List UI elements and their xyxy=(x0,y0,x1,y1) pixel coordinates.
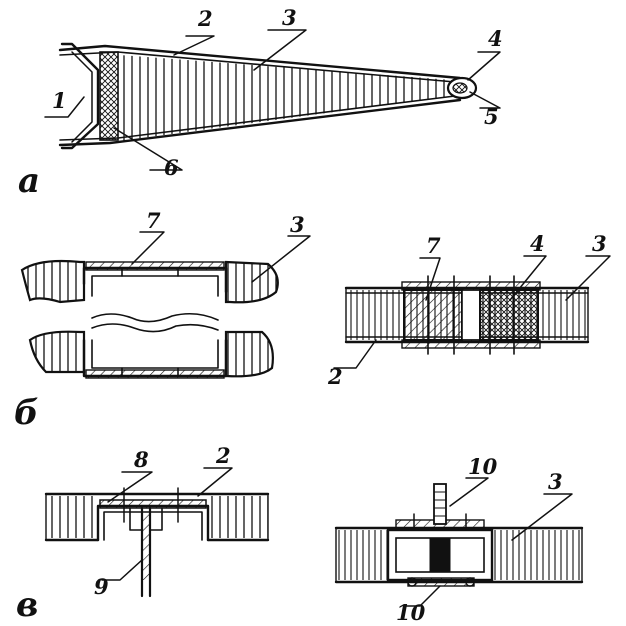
wedge-honeycomb-core xyxy=(120,55,452,141)
section-label-b: б xyxy=(14,393,39,433)
channel-profile xyxy=(96,504,210,542)
label-v-right-10-bottom: 10 xyxy=(396,600,426,625)
section-b-right-joint xyxy=(333,255,611,369)
label-v-left-8: 8 xyxy=(133,447,149,472)
label-a-2: 2 xyxy=(197,6,213,31)
section-label-a: а xyxy=(18,161,40,201)
center-plug xyxy=(429,537,451,573)
label-v-left-9: 9 xyxy=(94,574,109,599)
label-a-3: 3 xyxy=(282,5,297,30)
insert-block-right xyxy=(479,289,539,341)
upper-panel xyxy=(20,259,86,304)
label-b-right-2: 2 xyxy=(327,364,343,389)
label-a-6: 6 xyxy=(164,155,179,180)
section-label-v: в xyxy=(16,585,38,625)
panel-left-part xyxy=(46,496,98,538)
spar-channel xyxy=(60,42,100,150)
label-a-1: 1 xyxy=(52,88,67,113)
box-profile-upper xyxy=(82,266,228,294)
label-a-5: 5 xyxy=(484,104,499,129)
section-b-left-joint xyxy=(20,231,311,379)
label-b-right-4: 4 xyxy=(530,231,545,256)
adhesive-layer xyxy=(99,51,119,141)
threaded-stud xyxy=(433,483,447,525)
lower-panel xyxy=(28,330,86,374)
label-b-right-3: 3 xyxy=(592,231,607,256)
label-b-right-7: 7 xyxy=(426,233,441,258)
label-v-right-10-top: 10 xyxy=(468,454,498,479)
label-b-left-3: 3 xyxy=(290,212,305,237)
section-a-wedge xyxy=(44,29,501,171)
section-v-right-joint xyxy=(334,477,584,607)
label-a-4: 4 xyxy=(488,26,503,51)
label-v-right-3: 3 xyxy=(548,469,563,494)
section-v-left-joint xyxy=(44,467,270,598)
label-b-left-7: 7 xyxy=(146,208,161,233)
label-v-left-2: 2 xyxy=(215,443,231,468)
